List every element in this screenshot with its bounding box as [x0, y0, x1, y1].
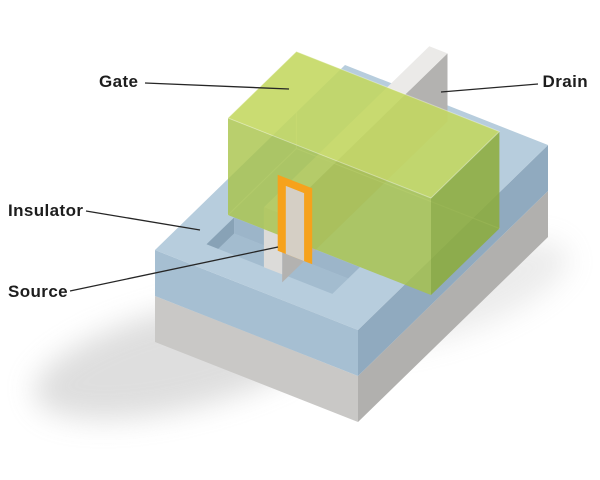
- substrate-right-face: [358, 191, 548, 422]
- gate-leader-line: [144, 82, 290, 90]
- source-label: Source: [8, 282, 69, 301]
- drain-label: Drain: [542, 72, 588, 91]
- gate-oxide-core: [285, 185, 305, 262]
- gate-front-face: [228, 118, 431, 295]
- substrate-left-face: [155, 296, 358, 422]
- trench-left-wall: [206, 217, 235, 249]
- source-leader-line: [69, 246, 279, 292]
- gate-top-face: [227, 50, 501, 199]
- insulator-label: Insulator: [8, 201, 84, 220]
- gate-right-face: [431, 131, 500, 295]
- insulator-left-face: [155, 250, 358, 376]
- gate-label: Gate: [99, 72, 139, 91]
- insulator-leader-line: [85, 210, 201, 231]
- drain-leader-line: [440, 83, 539, 93]
